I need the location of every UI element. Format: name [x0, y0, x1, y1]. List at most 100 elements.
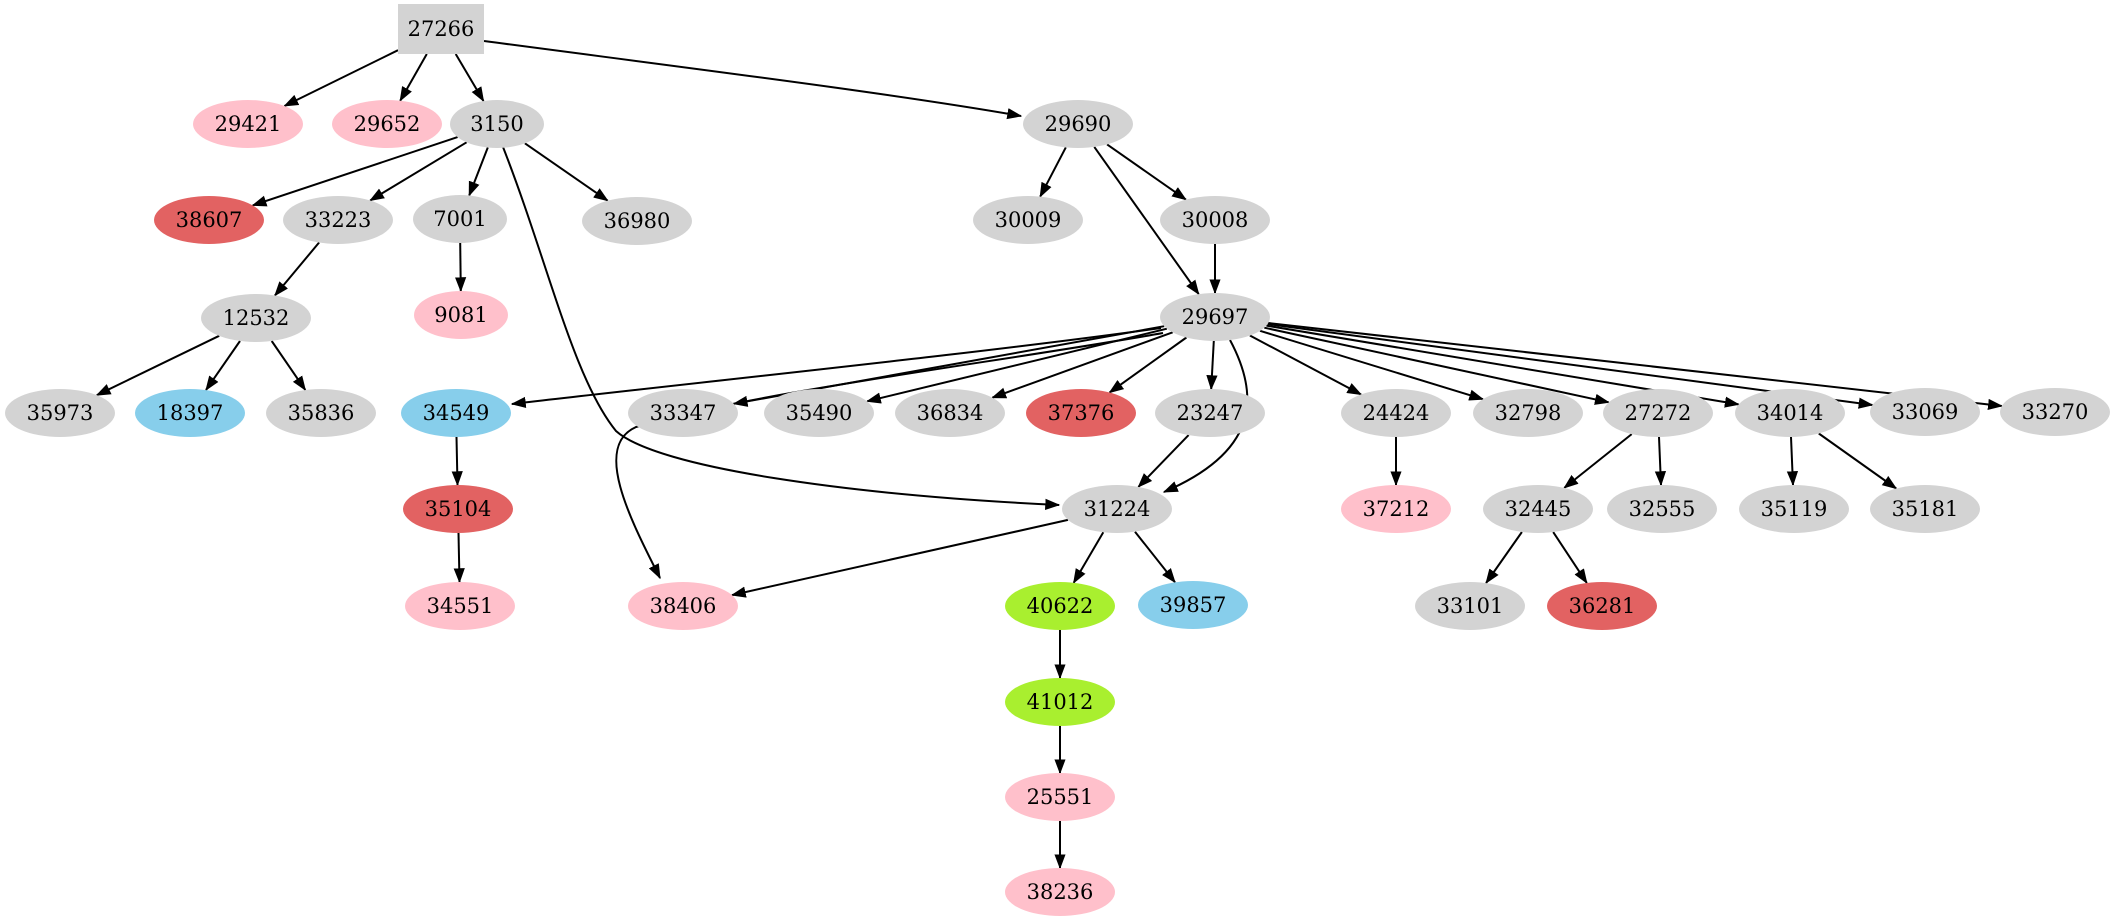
graph-node-35119: 35119 — [1739, 485, 1849, 533]
edge-34549-to-35104 — [451, 436, 463, 487]
graph-node-32798: 32798 — [1473, 389, 1583, 437]
node-ellipse-shape — [193, 100, 303, 148]
node-ellipse-shape — [1341, 389, 1451, 437]
edge-27272-to-32555 — [1654, 436, 1667, 487]
node-label: 3150 — [470, 112, 523, 136]
node-label: 33347 — [650, 401, 717, 425]
edge-34014-to-35119 — [1786, 436, 1799, 487]
node-label: 35836 — [288, 401, 355, 425]
graph-node-32555: 32555 — [1607, 485, 1717, 533]
node-ellipse-shape — [1870, 485, 1980, 533]
nodes-layer: 27266 29421 29652 3150 29690 38607 33223 7001 36… — [5, 4, 2110, 916]
edge-31224-to-38406 — [730, 518, 1069, 598]
edge-35104-to-34551 — [453, 532, 465, 584]
node-label: 12532 — [223, 306, 290, 330]
graph-node-35836: 35836 — [266, 389, 376, 437]
edge-29697-to-32798 — [1259, 329, 1485, 401]
graph-node-29690: 29690 — [1023, 100, 1133, 148]
node-ellipse-shape — [1870, 388, 1980, 436]
node-ellipse-shape — [154, 196, 264, 244]
graph-node-38607: 38607 — [154, 196, 264, 244]
edge-29697-to-37376 — [1108, 336, 1187, 394]
node-label: 32798 — [1495, 401, 1562, 425]
edge-34014-to-35181 — [1818, 432, 1898, 490]
node-ellipse-shape — [413, 195, 507, 243]
graph-node-29697: 29697 — [1160, 293, 1270, 341]
node-ellipse-shape — [1603, 389, 1713, 437]
graph-node-38236: 38236 — [1005, 868, 1115, 916]
graph-node-27266: 27266 — [398, 4, 484, 54]
node-label: 27272 — [1625, 401, 1692, 425]
node-label: 36980 — [604, 209, 671, 233]
graph-node-34014: 34014 — [1735, 389, 1845, 437]
edge-3150-to-33223 — [369, 141, 468, 202]
node-label: 37212 — [1363, 497, 1430, 521]
graph-node-40622: 40622 — [1005, 582, 1115, 630]
node-label: 40622 — [1027, 594, 1094, 618]
node-label: 35119 — [1761, 497, 1828, 521]
node-label: 33069 — [1892, 400, 1959, 424]
graph-node-35490: 35490 — [764, 389, 874, 437]
edge-29690-to-29697 — [1093, 146, 1200, 296]
node-ellipse-shape — [1026, 389, 1136, 437]
node-label: 35104 — [425, 497, 492, 521]
node-label: 35490 — [786, 401, 853, 425]
node-ellipse-shape — [135, 389, 245, 437]
node-label: 38406 — [650, 594, 717, 618]
node-label: 35181 — [1892, 497, 1959, 521]
node-label: 31224 — [1084, 497, 1151, 521]
node-label: 36281 — [1569, 594, 1636, 618]
node-label: 41012 — [1027, 690, 1094, 714]
edges-layer — [95, 40, 2004, 870]
graph-node-30009: 30009 — [973, 196, 1083, 244]
edge-29697-to-24424 — [1249, 334, 1363, 396]
graph-node-33223: 33223 — [283, 196, 393, 244]
graph-node-29652: 29652 — [332, 100, 442, 148]
graph-node-25551: 25551 — [1005, 773, 1115, 821]
edge-27272-to-32445 — [1563, 433, 1633, 489]
node-ellipse-shape — [973, 196, 1083, 244]
edge-27266-to-3150 — [454, 53, 485, 103]
node-ellipse-shape — [1739, 485, 1849, 533]
edge-33223-to-12532 — [274, 241, 320, 297]
node-ellipse-shape — [1005, 582, 1115, 630]
node-label: 32445 — [1505, 497, 1572, 521]
edge-7001-to-9081 — [455, 242, 467, 293]
node-label: 25551 — [1027, 785, 1094, 809]
node-ellipse-shape — [414, 291, 508, 339]
node-ellipse-shape — [1341, 485, 1451, 533]
graph-node-35181: 35181 — [1870, 485, 1980, 533]
graph-node-33347: 33347 — [628, 389, 738, 437]
node-label: 24424 — [1363, 401, 1430, 425]
edge-23247-to-31224 — [1137, 434, 1190, 488]
edge-27266-to-29652 — [399, 53, 428, 102]
node-ellipse-shape — [1005, 868, 1115, 916]
edge-29697-to-33270 — [1268, 322, 2004, 411]
node-label: 35973 — [27, 401, 94, 425]
node-label: 29652 — [354, 112, 421, 136]
node-ellipse-shape — [895, 389, 1005, 437]
node-ellipse-shape — [450, 100, 544, 148]
node-ellipse-shape — [1062, 485, 1172, 533]
node-ellipse-shape — [201, 294, 311, 342]
edge-32445-to-36281 — [1552, 531, 1588, 584]
graph-node-30008: 30008 — [1160, 196, 1270, 244]
edge-3150-to-36980 — [524, 142, 609, 202]
graph-node-34549: 34549 — [401, 389, 511, 437]
graph-node-39857: 39857 — [1138, 581, 1248, 629]
graph-node-31224: 31224 — [1062, 485, 1172, 533]
graph-node-33101: 33101 — [1415, 582, 1525, 630]
node-label: 33223 — [305, 208, 372, 232]
node-label: 38236 — [1027, 880, 1094, 904]
node-ellipse-shape — [628, 389, 738, 437]
graph-node-3150: 3150 — [450, 100, 544, 148]
node-ellipse-shape — [332, 100, 442, 148]
graph-node-27272: 27272 — [1603, 389, 1713, 437]
graph-node-18397: 18397 — [135, 389, 245, 437]
node-ellipse-shape — [1138, 581, 1248, 629]
graph-node-7001: 7001 — [413, 195, 507, 243]
graph-node-29421: 29421 — [193, 100, 303, 148]
graph-node-36834: 36834 — [895, 389, 1005, 437]
graph-node-33270: 33270 — [2000, 388, 2110, 436]
node-ellipse-shape — [1547, 582, 1657, 630]
